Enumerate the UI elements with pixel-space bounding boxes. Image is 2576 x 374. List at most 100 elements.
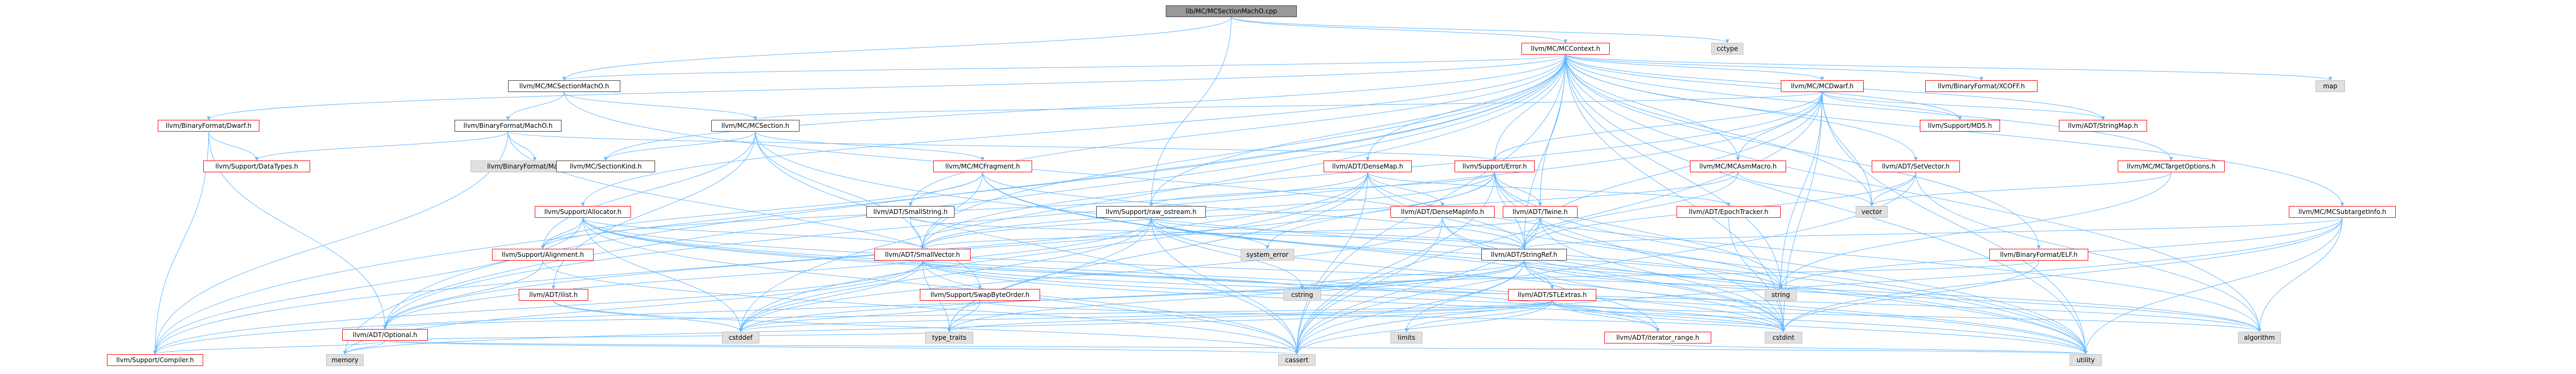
node-allocator[interactable]: llvm/Support/Allocator.h — [535, 206, 631, 218]
edge-mcsection-to-utility — [755, 131, 2088, 355]
edge-mccontext-to-mcasmmacro — [1565, 54, 1740, 161]
node-binaryformat-dwarf[interactable]: llvm/BinaryFormat/Dwarf.h — [158, 120, 259, 132]
node-ilist[interactable]: llvm/ADT/ilist.h — [519, 289, 588, 301]
edge-bf_macho-to-datatypes — [255, 131, 509, 161]
node-cstdint[interactable]: cstdint — [1765, 332, 1802, 344]
node-string[interactable]: string — [1765, 289, 1797, 301]
edge-root-to-raw_ostream — [1149, 17, 1232, 207]
edge-densemapinfo-to-cassert — [1295, 217, 1443, 355]
edge-mcasmmacro-to-stringref — [1522, 172, 1739, 249]
node-compiler[interactable]: llvm/Support/Compiler.h — [107, 354, 203, 366]
node-raw-ostream[interactable]: llvm/Support/raw_ostream.h — [1096, 206, 1206, 218]
edge-error-to-twine — [1494, 172, 1542, 207]
node-map[interactable]: map — [2316, 80, 2345, 92]
node-xcoff[interactable]: llvm/BinaryFormat/XCOFF.h — [1925, 80, 2037, 92]
edge-mcdwarf-to-stringmap — [1822, 91, 2105, 120]
node-twine[interactable]: llvm/ADT/Twine.h — [1503, 206, 1578, 218]
edge-mcsubtargetinfo-to-utility — [2083, 217, 2343, 355]
node-limits[interactable]: limits — [1390, 332, 1422, 344]
edge-mccontext-to-mcsectionmacho_h — [563, 54, 1566, 81]
edge-smallvector-to-cstdint — [922, 260, 1786, 332]
node-mcdwarf[interactable]: llvm/MC/MCDwarf.h — [1781, 80, 1864, 92]
node-smallstring[interactable]: llvm/ADT/SmallString.h — [866, 206, 955, 218]
node-cassert[interactable]: cassert — [1278, 354, 1316, 366]
node-swapbyteorder[interactable]: llvm/Support/SwapByteOrder.h — [920, 289, 1040, 301]
node-iterator-range[interactable]: llvm/ADT/iterator_range.h — [1604, 332, 1711, 344]
edge-optional-to-utility — [385, 340, 2087, 355]
edge-smallstring-to-stringref — [910, 217, 1526, 249]
edge-mccontext-to-mcsectionkind — [604, 54, 1566, 161]
node-mcfragment[interactable]: llvm/MC/MCFragment.h — [933, 161, 1032, 172]
node-mccontext[interactable]: llvm/MC/MCContext.h — [1521, 43, 1610, 55]
edge-mcsectionmacho_h-to-mcsection — [564, 91, 757, 120]
node-mcsection[interactable]: llvm/MC/MCSection.h — [711, 120, 799, 132]
node-type-traits[interactable]: type_traits — [925, 332, 973, 344]
edge-stlextras-to-cstddef — [739, 300, 1552, 332]
edge-mccontext-to-cstddef — [739, 54, 1566, 332]
node-memory[interactable]: memory — [326, 354, 364, 366]
edge-bf_elf-to-cstring — [1300, 260, 2039, 289]
edge-mctargetoptions-to-vector — [1870, 172, 2172, 207]
edge-raw_ostream-to-string — [1151, 217, 1783, 289]
node-smallvector[interactable]: llvm/ADT/SmallVector.h — [874, 249, 971, 261]
node-algorithm[interactable]: algorithm — [2238, 332, 2281, 344]
edge-mccontext-to-xcoff — [1565, 54, 1983, 81]
edge-densemapinfo-to-utility — [1442, 217, 2088, 355]
node-md5[interactable]: llvm/Support/MD5.h — [1920, 120, 2000, 132]
edge-mcdwarf-to-mcasmmacro — [1736, 91, 1823, 161]
node-vector[interactable]: vector — [1856, 206, 1888, 218]
node-cstddef[interactable]: cstddef — [722, 332, 759, 344]
edge-stlextras-to-iterator_range — [1552, 300, 1660, 332]
edge-iterator_range-to-utility — [1657, 343, 2087, 355]
edge-smallvector-to-compiler — [153, 260, 923, 355]
node-optional[interactable]: llvm/ADT/Optional.h — [342, 329, 428, 341]
edge-error-to-cstdint — [1494, 172, 1786, 332]
node-alignment[interactable]: llvm/Support/Alignment.h — [492, 249, 594, 261]
node-binaryformat-macho[interactable]: llvm/BinaryFormat/MachO.h — [455, 120, 562, 132]
edge-mcsectionmacho_h-to-bf_macho — [506, 91, 565, 120]
node-densemap[interactable]: llvm/ADT/DenseMap.h — [1324, 161, 1412, 172]
node-root[interactable]: lib/MC/MCSectionMachO.cpp — [1166, 5, 1297, 17]
edge-mccontext-to-allocator — [581, 54, 1566, 207]
node-densemapinfo[interactable]: llvm/ADT/DenseMapInfo.h — [1390, 206, 1495, 218]
node-datatypes[interactable]: llvm/Support/DataTypes.h — [203, 161, 310, 172]
edge-mcdwarf-to-utility — [1822, 91, 2088, 355]
node-system-error[interactable]: system_error — [1241, 249, 1294, 261]
node-cstring[interactable]: cstring — [1283, 289, 1321, 301]
node-sectionkind[interactable]: llvm/MC/SectionKind.h — [556, 161, 655, 172]
edge-mccontext-to-bf_dwarf — [206, 54, 1566, 120]
node-mctargetoptions[interactable]: llvm/MC/MCTargetOptions.h — [2118, 161, 2225, 172]
node-cctype[interactable]: cctype — [1711, 43, 1743, 55]
node-mcsectionmacho-h[interactable]: llvm/MC/MCSectionMachO.h — [508, 80, 620, 92]
node-binaryformat-elf[interactable]: llvm/BinaryFormat/ELF.h — [1989, 249, 2088, 261]
edge-allocator-to-cassert — [582, 217, 1299, 355]
node-utility[interactable]: utility — [2070, 354, 2102, 366]
edge-densemap-to-utility — [1367, 172, 2088, 355]
node-mcasmmacro[interactable]: llvm/MC/MCAsmMacro.h — [1690, 161, 1786, 172]
node-epochtracker[interactable]: llvm/ADT/EpochTracker.h — [1677, 206, 1781, 218]
node-stlextras[interactable]: llvm/ADT/STLExtras.h — [1508, 289, 1596, 301]
node-error[interactable]: llvm/Support/Error.h — [1455, 161, 1535, 172]
edge-mccontext-to-algorithm — [1565, 54, 2262, 332]
edge-raw_ostream-to-cstdint — [1151, 217, 1786, 332]
node-setvector[interactable]: llvm/ADT/SetVector.h — [1872, 161, 1960, 172]
edge-mccontext-to-smallvector — [920, 54, 1566, 249]
edge-mcfragment-to-utility — [982, 172, 2088, 355]
edge-raw_ostream-to-system_error — [1151, 217, 1270, 249]
edge-mccontext-to-raw_ostream — [1149, 54, 1566, 207]
node-mcsubtargetinfo[interactable]: llvm/MC/MCSubtargetInfo.h — [2289, 206, 2396, 218]
edge-densemap-to-alignment — [541, 172, 1368, 249]
node-stringmap[interactable]: llvm/ADT/StringMap.h — [2059, 120, 2147, 132]
edge-twine-to-cassert — [1295, 217, 1541, 355]
edge-mcasmmacro-to-vector — [1737, 172, 1874, 207]
edge-mccontext-to-error — [1493, 54, 1566, 161]
edge-mcdwarf-to-md5 — [1822, 91, 1962, 120]
edge-swapbyteorder-to-cstdint — [980, 300, 1786, 332]
edge-mccontext-to-densemap — [1366, 54, 1566, 161]
node-stringref[interactable]: llvm/ADT/StringRef.h — [1481, 249, 1567, 261]
edge-allocator-to-cstdint — [582, 217, 1786, 332]
edge-stringref-to-algorithm — [1524, 260, 2262, 332]
edge-smallstring-to-smallvector — [910, 217, 925, 249]
edge-stlextras-to-memory — [343, 300, 1552, 355]
